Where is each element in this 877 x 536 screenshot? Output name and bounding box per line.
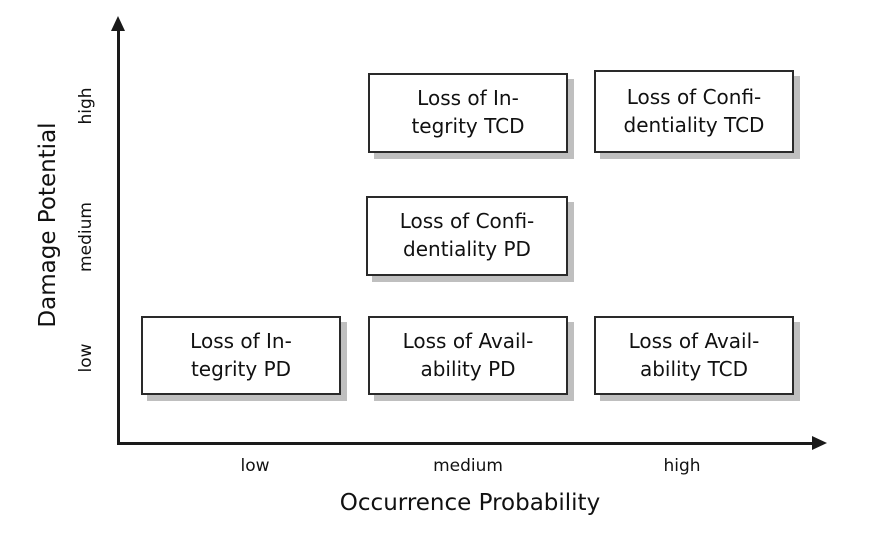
risk-cell-availability-pd[interactable]: Loss of Avail- ability PD <box>368 316 568 395</box>
risk-cell-confidentiality-tcd[interactable]: Loss of Confi- dentiality TCD <box>594 70 794 153</box>
x-tick-label-high: high <box>663 456 701 476</box>
risk-cell-line-1: Loss of In- <box>190 328 292 353</box>
risk-cell-line-1: Loss of Avail- <box>402 328 534 353</box>
risk-cell-line-1: Loss of Confi- <box>399 209 535 234</box>
risk-cell-line-1: Loss of Confi- <box>626 84 762 109</box>
y-tick-label-medium: medium <box>76 202 96 272</box>
x-tick-label-low: low <box>240 456 270 476</box>
risk-cell-integrity-pd[interactable]: Loss of In- tegrity PD <box>141 316 341 395</box>
x-axis-line <box>117 442 814 445</box>
risk-cell-integrity-tcd[interactable]: Loss of In- tegrity TCD <box>368 73 568 153</box>
risk-cell-line-2: tegrity TCD <box>411 114 525 138</box>
risk-cell-line-2: dentiality TCD <box>623 112 765 137</box>
risk-cell-line-1: Loss of Avail- <box>628 328 760 353</box>
x-axis-title: Occurrence Probability <box>339 490 601 516</box>
risk-cell-line-2: ability TCD <box>639 356 749 381</box>
y-tick-label-low: low <box>76 343 96 373</box>
y-axis-title: Damage Potential <box>35 122 61 328</box>
x-axis-arrow-icon <box>812 436 827 450</box>
risk-cell-line-1: Loss of In- <box>417 86 519 111</box>
y-axis-arrow-icon <box>111 16 125 31</box>
risk-cell-availability-tcd[interactable]: Loss of Avail- ability TCD <box>594 316 794 395</box>
risk-cell-line-2: tegrity PD <box>190 356 292 381</box>
y-axis-line <box>117 28 120 445</box>
risk-cell-confidentiality-pd[interactable]: Loss of Confi- dentiality PD <box>366 196 568 276</box>
risk-cell-line-2: dentiality PD <box>403 237 531 261</box>
x-tick-label-medium: medium <box>433 456 503 476</box>
risk-cell-line-2: ability PD <box>420 356 516 381</box>
y-tick-label-high: high <box>76 87 96 125</box>
